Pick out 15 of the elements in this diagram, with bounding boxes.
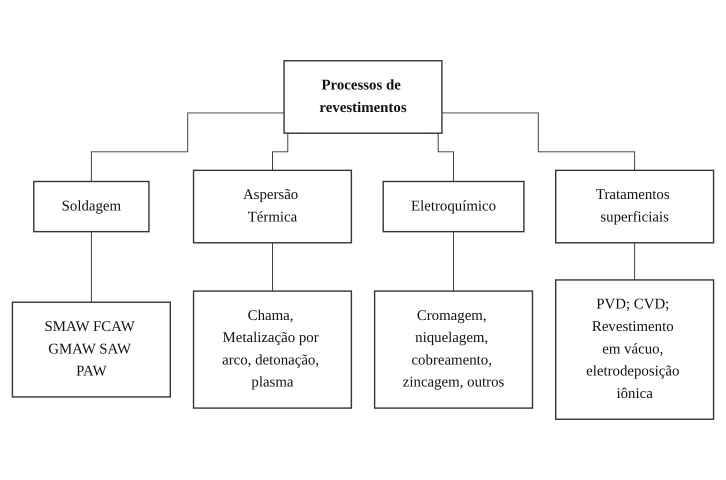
connector <box>453 231 454 292</box>
node-box: Eletroquímico <box>382 180 525 232</box>
node-box: SMAW FCAW GMAW SAW PAW <box>12 302 171 398</box>
node-box: PVD; CVD; Revestimento em vácuo, eletrodeposição iônica <box>555 279 714 420</box>
node-box: Soldagem <box>33 180 150 232</box>
connector <box>90 112 285 182</box>
node-box: Cromagem, niquelagem, cobreamento, zincagem, outros <box>374 290 534 409</box>
connector <box>90 231 92 303</box>
node-box: Processos de revestimentos <box>283 60 443 134</box>
node-box: Tratamentos superficiais <box>555 170 714 244</box>
connector <box>272 242 273 292</box>
node-box: Aspersão Térmica <box>192 170 352 244</box>
node-box: Chama, Metalização por arco, detonação, plasma <box>192 290 352 409</box>
connector <box>441 112 636 171</box>
connector <box>634 242 636 280</box>
